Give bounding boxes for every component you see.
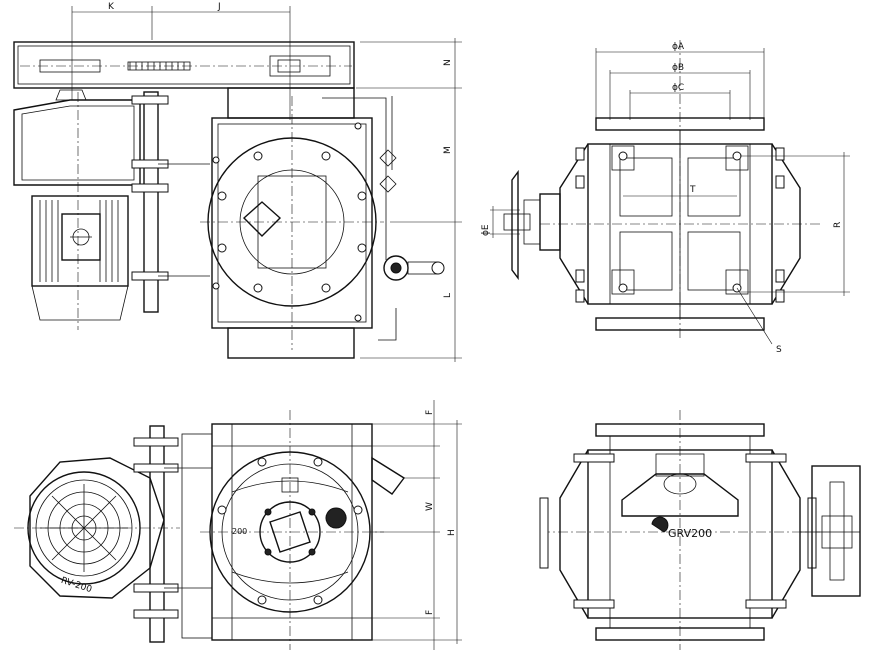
dim-m-label: M [443,146,453,154]
dim-w-label: W [425,502,435,511]
top-flange [227,87,355,119]
drive-sprocket [39,59,101,73]
gearbox [13,99,141,186]
size-mark: 200 [232,527,247,536]
rear-view: RV-200 200 [14,400,462,650]
chain-cover [13,41,355,89]
brand-logo [651,516,669,533]
rotor-vane [242,201,282,237]
dim-t-label: T [689,185,696,195]
dim-l-label: L [443,293,453,298]
dim-phi-e-label: ϕE [481,224,491,236]
dim-phi-c-label: ϕC [672,83,684,93]
dim-n-label: N [443,59,453,66]
casting-text: RV-200 [60,576,94,595]
dim-phi-b-label: ϕB [672,63,684,73]
brand-model-text: GRV200 [668,527,712,540]
dim-h-label: H [447,529,457,536]
dim-f-bottom-label: F [425,610,435,615]
dim-r-label: R [833,222,843,228]
terminal-box [61,213,101,261]
driven-sprocket [269,55,331,77]
dim-k-label: K [108,2,115,12]
bottom-flange [227,327,355,359]
front-view: K J [13,2,462,362]
dim-f-top-label: F [425,410,435,415]
shaft-key [269,511,311,553]
motor-end-housing [29,457,165,599]
motor-body [31,195,129,287]
dim-s-label: S [776,345,782,355]
dim-phi-a-label: ϕA [672,42,685,52]
motor-side-stub [811,465,861,597]
dim-j-label: J [217,2,221,12]
opposite-side-view: GRV200 [539,410,861,650]
side-view: ϕA ϕB ϕC [481,40,850,355]
motor-bracket [143,91,159,313]
shaft-bearing [539,193,561,251]
chain [127,61,191,71]
